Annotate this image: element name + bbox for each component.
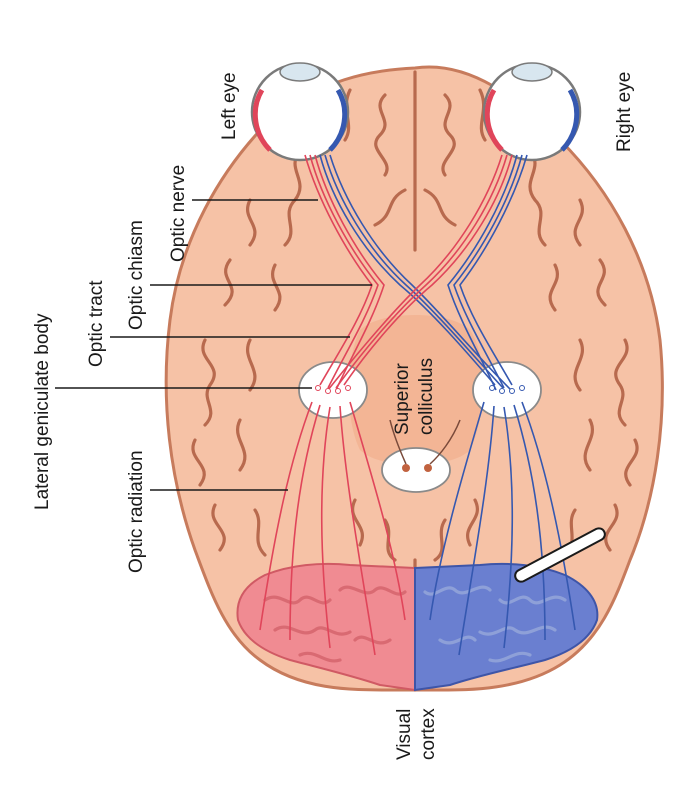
optic-radiation-label: Optic radiation <box>126 450 147 573</box>
colliculus-branch-right <box>429 419 461 465</box>
optic-nerve-label: Optic nerve <box>168 165 189 262</box>
optic-tract-label-visible: Optic tract <box>86 280 107 367</box>
brain <box>164 65 664 692</box>
left-eye <box>250 62 350 162</box>
left-visual-cortex <box>236 562 416 692</box>
left-eye-label: Left eye <box>219 72 240 140</box>
left-optic-radiation <box>259 401 406 656</box>
right-hemisphere-folds <box>423 88 639 562</box>
superior-colliculus-dot-right <box>424 464 432 472</box>
lateral-geniculate-body-label: Lateral geniculate body <box>32 313 53 510</box>
brainstem-region <box>348 315 484 465</box>
visual-cortex-label-line2: cortex <box>418 708 439 760</box>
superior-colliculus-label-line1: Superior <box>392 363 413 435</box>
lgn-synapses <box>315 385 525 394</box>
superior-colliculus-label-line2: colliculus <box>416 358 437 435</box>
probe-marker <box>514 527 606 583</box>
right-eye-pathway <box>327 154 528 391</box>
right-eye <box>482 62 582 162</box>
visual-cortex-label-line1: Visual <box>394 709 415 760</box>
superior-colliculus-dot-left <box>402 464 410 472</box>
left-hemisphere-folds <box>191 88 407 562</box>
optic-chiasm-label: Optic chiasm <box>126 220 147 330</box>
right-optic-radiation <box>429 401 576 656</box>
right-eye-label: Right eye <box>614 72 635 152</box>
superior-colliculus <box>381 447 451 493</box>
colliculus-branch-left <box>389 419 407 465</box>
